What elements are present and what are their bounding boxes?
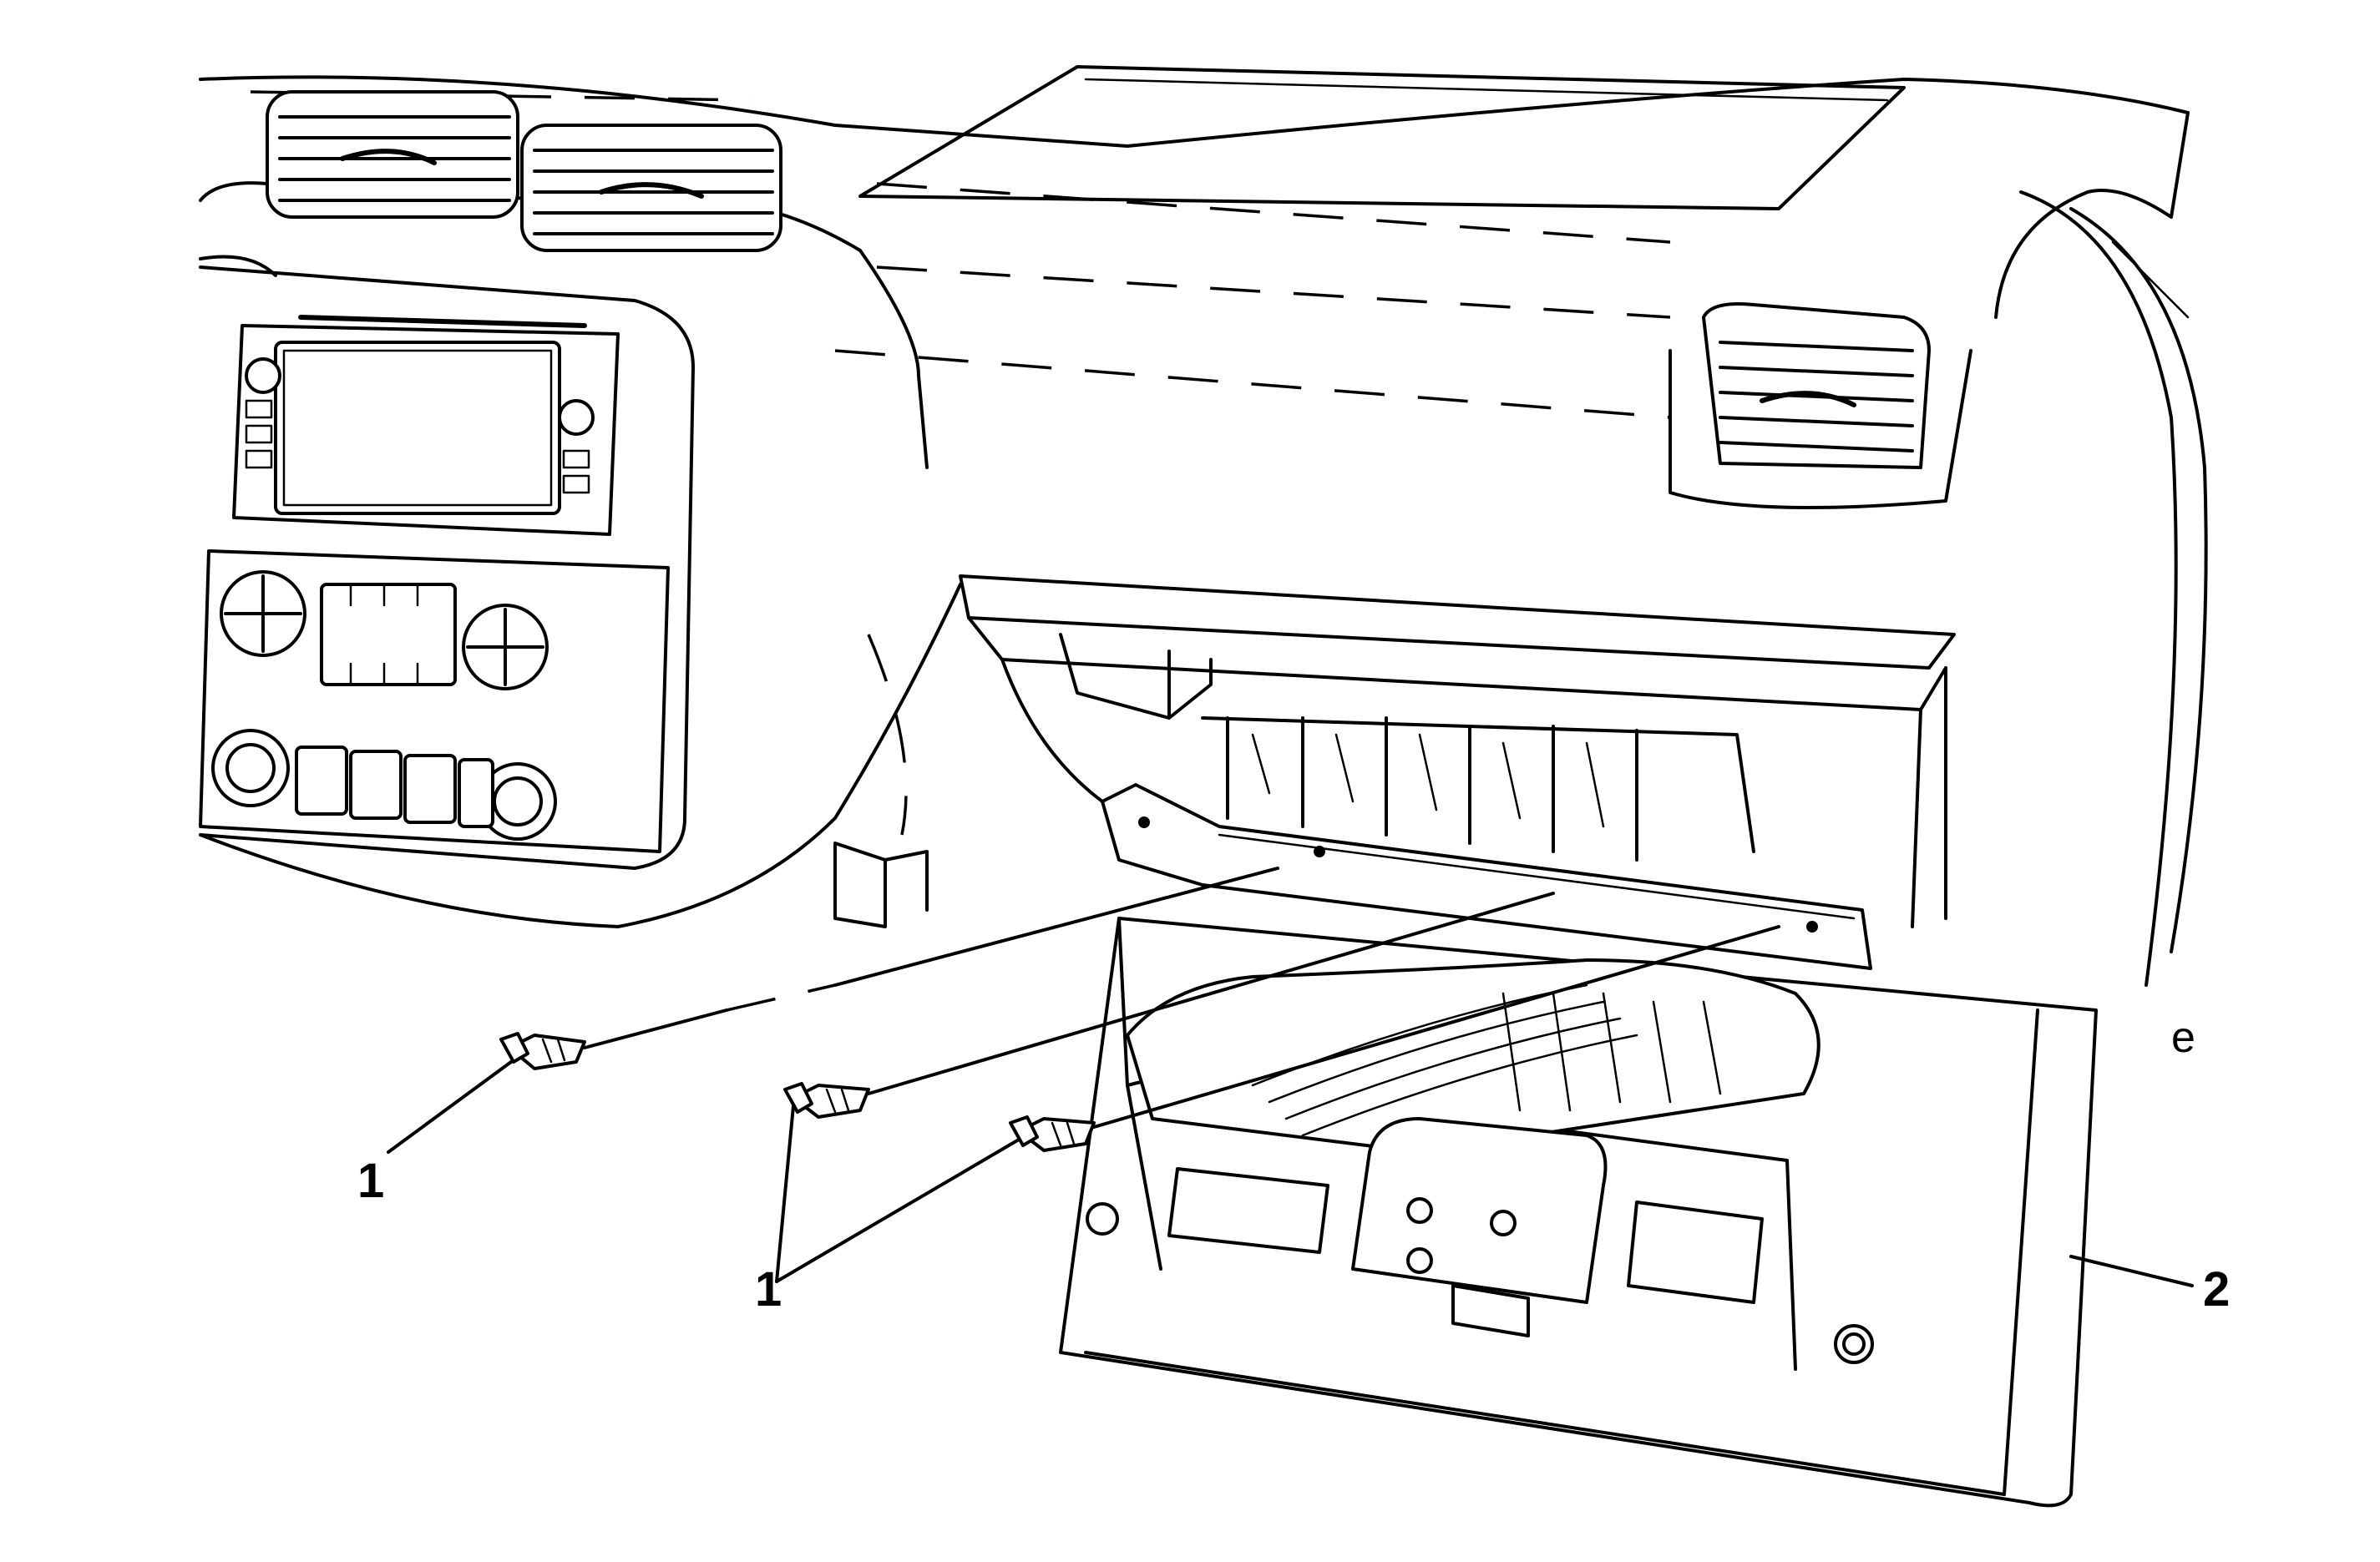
callout-fastener-group: 1: [755, 1262, 782, 1317]
upper-dash: [199, 65, 2190, 469]
glove-box-door: [1059, 917, 2098, 1508]
center-upper-vent: [520, 124, 782, 252]
fastener-left: [499, 1032, 586, 1070]
left-upper-vent: [266, 90, 519, 219]
fastener-alignment-lines: [583, 867, 1780, 1129]
fastener-middle: [783, 1082, 870, 1119]
leader-lines: [387, 1060, 2194, 1287]
center-stack: [199, 255, 695, 870]
right-passenger-vent: [1669, 302, 1972, 509]
fastener-right: [1009, 1115, 1096, 1152]
right-side-panel: e: [2019, 190, 2208, 1062]
glove-box-opening: [959, 574, 1956, 970]
callout-fastener-left: 1: [357, 1154, 385, 1208]
lower-dash-left: [199, 583, 962, 928]
svg-text:e: e: [2171, 1014, 2195, 1062]
callout-glove-box: 2: [2203, 1262, 2231, 1317]
